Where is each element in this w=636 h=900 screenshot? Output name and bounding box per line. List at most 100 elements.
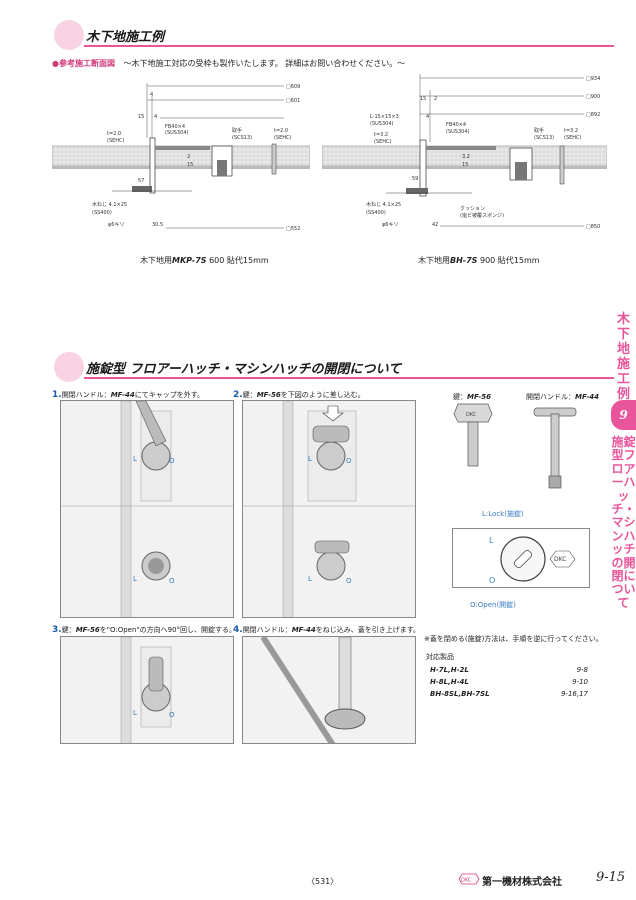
svg-text:2: 2 [434,96,437,102]
step-3-label: 3.鍵：MF-56を"O:Open"の方向へ90°回し、開錠する。 [52,625,237,635]
drawing-caption-2: 木下地用BH-7S 900 貼代15mm [418,256,540,265]
open-label: O:Open(開錠) [470,601,516,609]
footer-company: 第一機材株式会社 [482,877,562,888]
svg-text:φ6キリ: φ6キリ [382,222,398,228]
svg-text:42: 42 [432,222,438,228]
sidebar-section-2: 施錠型フロアーハッチ・マシンハッチの開閉について [611,435,636,610]
svg-text:□609: □609 [286,84,300,90]
svg-text:30.5: 30.5 [152,222,163,228]
svg-text:15: 15 [138,114,144,120]
section-heading-locking: 施錠型 フロアーハッチ・マシンハッチの開閉について [54,352,614,382]
svg-text:3.2: 3.2 [462,154,470,160]
key-tool-label: 鍵：MF-56 [453,393,492,401]
chapter-badge: 9 [611,400,636,430]
svg-text:(SCS13): (SCS13) [534,135,554,141]
lock-L-mark: L [489,536,494,545]
svg-text:□900: □900 [586,94,600,100]
svg-text:15: 15 [187,162,193,168]
svg-text:L: L [308,575,312,583]
svg-text:木ねじ 4.1×25: 木ねじ 4.1×25 [92,201,127,208]
lock-diagram: DKC L O [452,528,590,588]
footer-page-number: 9-15 [596,870,626,885]
svg-text:15: 15 [420,96,426,102]
step-2-label: 2.鍵：MF-56を下図のように差し込む。 [233,390,365,400]
product-row: H-7L,H-2L 9-8 [430,666,588,674]
svg-text:15: 15 [462,162,468,168]
svg-text:FB40×4: FB40×4 [165,124,185,130]
svg-text:O: O [169,577,175,585]
step-1-label: 1.開閉ハンドル：MF-44にてキャップを外す。 [52,390,205,400]
svg-text:L-15×15×3: L-15×15×3 [370,114,399,120]
applicable-title: 対応製品 [426,653,454,661]
section-title: 施錠型 フロアーハッチ・マシンハッチの開閉について [86,362,402,377]
svg-text:DKC: DKC [466,412,477,418]
lock-brand-mark: DKC [554,556,566,563]
handle-icon [533,407,577,489]
close-note: ※蓋を閉める(施錠)方法は、手順を逆に行ってください。 [424,635,603,643]
svg-text:(SS400): (SS400) [92,210,112,216]
svg-text:□601: □601 [286,98,300,104]
svg-text:4: 4 [426,114,429,120]
section-heading-wood: 木下地施工例 [54,20,614,50]
svg-text:O: O [169,711,175,719]
svg-text:L: L [308,455,312,463]
svg-text:(SUS304): (SUS304) [370,121,394,127]
step-2-photo: L O L O [242,400,416,618]
svg-text:取手: 取手 [534,127,544,134]
svg-text:(SEHC): (SEHC) [107,138,125,144]
handle-tool-label: 開閉ハンドル：MF-44 [526,393,600,401]
svg-text:L: L [133,455,137,463]
step-4-photo [242,636,416,744]
svg-text:φ6キリ: φ6キリ [108,222,124,228]
svg-text:木ねじ 4.1×25: 木ねじ 4.1×25 [366,201,401,208]
drawing-caption-1: 木下地用MKP-7S 600 貼代15mm [140,256,269,265]
svg-text:(SUS304): (SUS304) [165,130,189,136]
svg-text:□552: □552 [286,226,300,232]
section-drawing-mkp7s: □609 □601 □552 4 15 4 t=2.0 (SEHC) FB40×… [52,83,310,232]
svg-text:取手: 取手 [232,127,242,134]
svg-text:L: L [133,575,137,583]
reference-line: ●参考施工断面図 〜木下地施工対応の受枠も製作いたします。 詳細はお問い合わせく… [52,58,405,69]
reference-bullet: ●参考施工断面図 [52,59,115,68]
heading-rule [84,377,614,379]
svg-text:(SS400): (SS400) [366,210,386,216]
caption-model: MKP-7S [172,256,207,265]
svg-text:(SEHC): (SEHC) [274,135,292,141]
svg-text:t=3.2: t=3.2 [564,128,578,134]
svg-text:57: 57 [138,178,144,184]
product-row: H-8L,H-4L 9-10 [430,678,588,686]
svg-text:(SEHC): (SEHC) [564,135,582,141]
lock-O-mark: O [489,576,495,585]
key-icon: DKC [453,403,493,467]
caption-model: BH-7S [450,256,478,265]
step-1-photo: L O L O [60,400,234,618]
svg-text:(SEHC): (SEHC) [374,139,392,145]
heading-decoration [54,20,84,50]
svg-text:2: 2 [187,154,190,160]
section-title: 木下地施工例 [86,30,165,45]
svg-text:t=3.2: t=3.2 [374,132,388,138]
sidebar-section-1: 木下地施工例 [616,312,630,402]
svg-text:□934: □934 [586,76,600,82]
reference-note: 〜木下地施工対応の受枠も製作いたします。 詳細はお問い合わせください。〜 [123,59,406,68]
lock-label: L:Lock(施錠) [482,510,524,518]
footer-page-ref: 〈531〉 [307,877,339,886]
svg-text:FB40×4: FB40×4 [446,122,466,128]
svg-text:(SUS304): (SUS304) [446,129,470,135]
heading-decoration [54,352,84,382]
step-4-label: 4.開閉ハンドル：MF-44をねじ込み、蓋を引き上げます。 [233,625,421,635]
heading-rule [84,45,614,47]
svg-text:O: O [169,457,175,465]
product-row: BH-8SL,BH-7SL 9-16,17 [430,690,588,698]
svg-text:L: L [133,709,137,717]
svg-text:O: O [346,577,352,585]
section-drawing-bh7s: □934 □900 □892 □850 15 2 4 L-15×15×3 (SU… [322,74,607,230]
svg-text:クッション: クッション [460,206,485,212]
svg-text:O: O [346,457,352,465]
company-logo-text: DKC [461,878,472,884]
svg-text:4: 4 [154,114,157,120]
company-logo: DKC [458,873,480,885]
svg-text:59: 59 [412,176,418,182]
svg-text:□850: □850 [586,224,600,230]
svg-text:(SCS13): (SCS13) [232,135,252,141]
